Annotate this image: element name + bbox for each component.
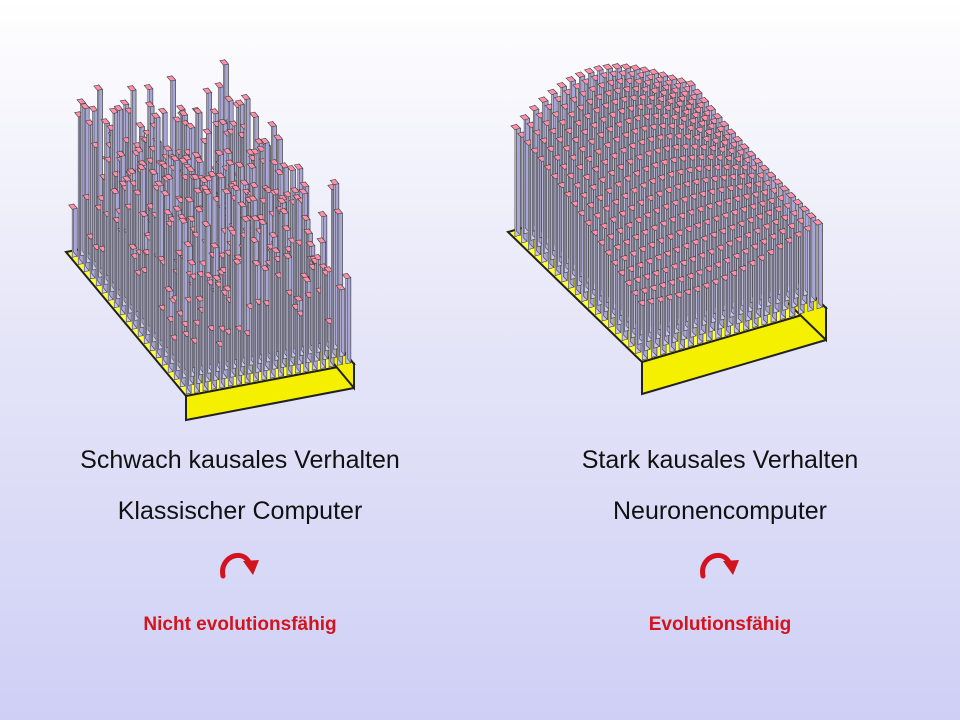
bar (812, 218, 824, 310)
bar-field (510, 62, 824, 361)
bar-surface-smooth (506, 62, 828, 396)
curved-arrow-icon (0, 548, 480, 587)
bar (335, 283, 346, 357)
caption-computer-type: Klassischer Computer (117, 497, 363, 525)
caption-behavior: Schwach kausales Verhalten (80, 446, 400, 474)
panel-weak-causal: Schwach kausales Verhalten Klassischer C… (0, 58, 480, 635)
panel-strong-causal: Stark kausales Verhalten Neuronencompute… (480, 0, 960, 720)
bar (805, 211, 817, 303)
caption-behavior: Stark kausales Verhalten (581, 446, 859, 474)
verdict-label: Nicht evolutionsfähig (143, 614, 337, 635)
caption-computer-type: Neuronencomputer (612, 497, 827, 525)
verdict-label: Evolutionsfähig (648, 614, 792, 635)
bar (510, 123, 521, 237)
bar (68, 203, 78, 258)
bar-surface-random (64, 58, 356, 422)
bar (341, 272, 352, 365)
curved-arrow-icon (480, 548, 960, 587)
bar-field (68, 58, 352, 395)
